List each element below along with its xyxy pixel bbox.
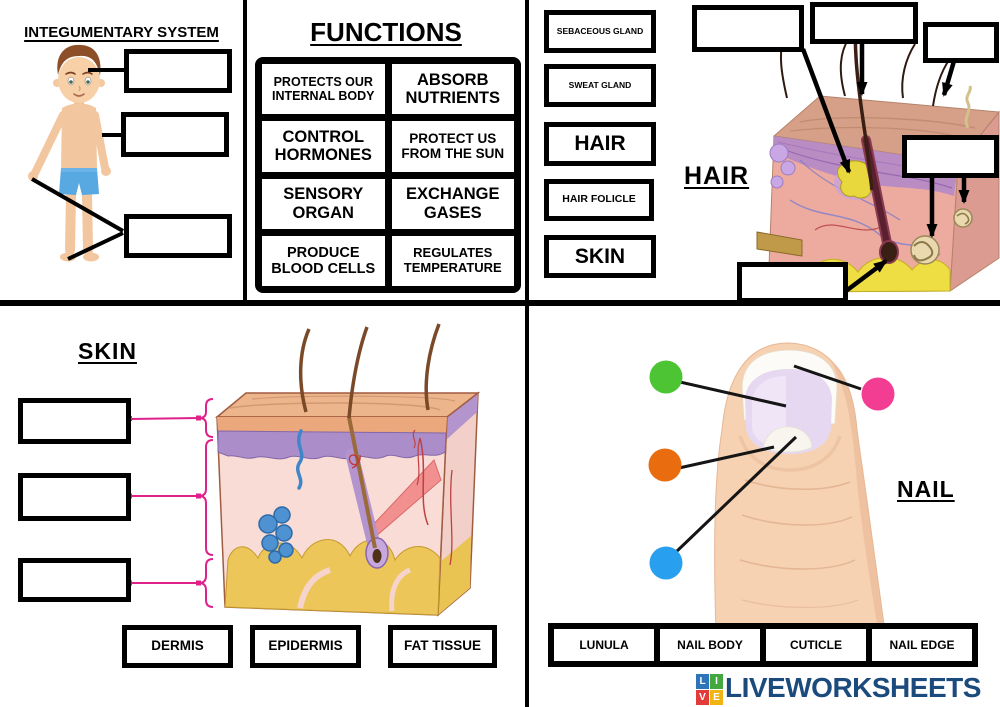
answer-box-hair-5[interactable] — [737, 262, 848, 303]
nail-markers — [648, 360, 895, 580]
nail-word-bank: LUNULA NAIL BODY CUTICLE NAIL EDGE — [548, 623, 978, 667]
nail-marker-green — [649, 360, 683, 394]
answer-box-hair-1[interactable] — [692, 5, 804, 52]
liveworksheets-logo-tiles: L I V E — [696, 674, 723, 705]
function-option-regulates-temperature[interactable]: REGULATES TEMPERATURE — [391, 235, 514, 286]
skin-braces — [127, 398, 214, 608]
answer-box-body-3[interactable] — [124, 214, 232, 258]
liveworksheets-brand-text: LIVEWORKSHEETS — [725, 672, 981, 703]
answer-box-hair-4[interactable] — [902, 135, 999, 178]
function-option-protects-internal-body[interactable]: PROTECTS OUR INTERNAL BODY — [262, 64, 385, 115]
word-bank-fat-tissue[interactable]: FAT TISSUE — [388, 625, 497, 668]
hair-title: HAIR — [684, 162, 750, 190]
word-bank-hair[interactable]: HAIR — [544, 122, 656, 166]
word-bank-cuticle[interactable]: CUTICLE — [766, 629, 866, 661]
nail-marker-blue — [649, 546, 683, 580]
word-bank-lunula[interactable]: LUNULA — [554, 629, 654, 661]
logo-tile-e: E — [710, 690, 723, 705]
answer-box-body-1[interactable] — [124, 49, 232, 93]
finger-illustration — [714, 342, 886, 633]
nail-marker-pink — [861, 377, 895, 411]
function-option-protect-from-sun[interactable]: PROTECT US FROM THE SUN — [391, 121, 514, 172]
word-bank-dermis[interactable]: DERMIS — [122, 625, 233, 668]
nail-marker-orange — [648, 448, 682, 482]
word-bank-nail-body[interactable]: NAIL BODY — [660, 629, 760, 661]
word-bank-hair-folicle[interactable]: HAIR FOLICLE — [544, 179, 654, 221]
word-bank-skin[interactable]: SKIN — [544, 235, 656, 278]
function-option-absorb-nutrients[interactable]: ABSORB NUTRIENTS — [391, 64, 514, 115]
word-bank-nail-edge[interactable]: NAIL EDGE — [872, 629, 972, 661]
liveworksheets-logo: L I V E LIVEWORKSHEETS — [696, 673, 981, 705]
functions-title: FUNCTIONS — [310, 17, 462, 47]
skin-block-illustration — [214, 323, 481, 617]
answer-box-hair-2[interactable] — [810, 2, 918, 44]
logo-tile-v: V — [696, 690, 709, 705]
boy-illustration — [28, 44, 111, 262]
function-option-exchange-gases[interactable]: EXCHANGE GASES — [391, 178, 514, 229]
function-option-sensory-organ[interactable]: SENSORY ORGAN — [262, 178, 385, 229]
divider-vertical-left — [243, 0, 247, 301]
divider-vertical-center — [525, 0, 529, 707]
answer-box-skin-3[interactable] — [18, 558, 131, 602]
functions-grid: PROTECTS OUR INTERNAL BODY ABSORB NUTRIE… — [255, 57, 521, 293]
word-bank-sebaceous-gland[interactable]: SEBACEOUS GLAND — [544, 10, 656, 53]
function-option-control-hormones[interactable]: CONTROL HORMONES — [262, 121, 385, 172]
logo-tile-l: L — [696, 674, 709, 689]
function-option-produce-blood-cells[interactable]: PRODUCE BLOOD CELLS — [262, 235, 385, 286]
word-bank-epidermis[interactable]: EPIDERMIS — [250, 625, 361, 668]
integumentary-title: INTEGUMENTARY SYSTEM — [24, 24, 219, 41]
word-bank-sweat-gland[interactable]: SWEAT GLAND — [544, 64, 656, 107]
logo-tile-i: I — [710, 674, 723, 689]
skin-title: SKIN — [78, 338, 137, 364]
answer-box-hair-3[interactable] — [923, 22, 999, 63]
answer-box-skin-1[interactable] — [18, 398, 131, 444]
answer-box-skin-2[interactable] — [18, 473, 131, 521]
divider-horizontal — [0, 300, 1000, 306]
answer-box-body-2[interactable] — [121, 112, 229, 157]
nail-title: NAIL — [897, 476, 955, 502]
